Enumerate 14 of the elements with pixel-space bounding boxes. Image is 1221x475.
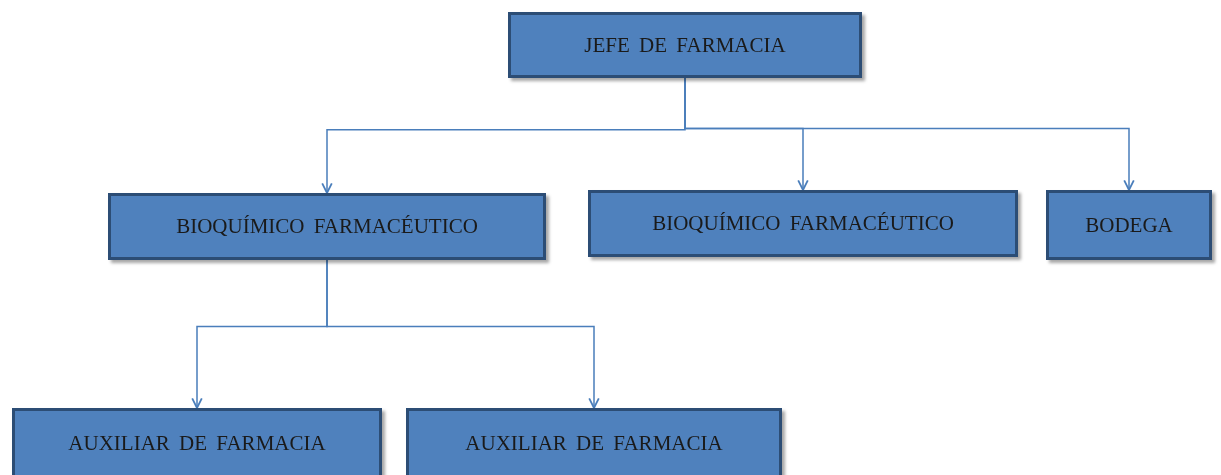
- connector-arrow: [684, 77, 1135, 191]
- connector-arrow: [326, 259, 600, 409]
- org-box: [588, 190, 1018, 257]
- role-title: BODEGA: [1085, 212, 1173, 238]
- role-title: AUXILIAR DE FARMACIA: [465, 430, 723, 456]
- org-box: [108, 193, 546, 260]
- role-title: BIOQUÍMICO FARMACÉUTICO: [176, 214, 478, 239]
- org-box: [1046, 190, 1212, 260]
- role-title: AUXILIAR DE FARMACIA: [68, 430, 326, 456]
- role-title: BIOQUÍMICO FARMACÉUTICO: [652, 211, 954, 236]
- org-box: [508, 12, 862, 78]
- org-box: [12, 408, 382, 475]
- role-title: JEFE DE FARMACIA: [584, 32, 786, 58]
- org-box: [406, 408, 782, 475]
